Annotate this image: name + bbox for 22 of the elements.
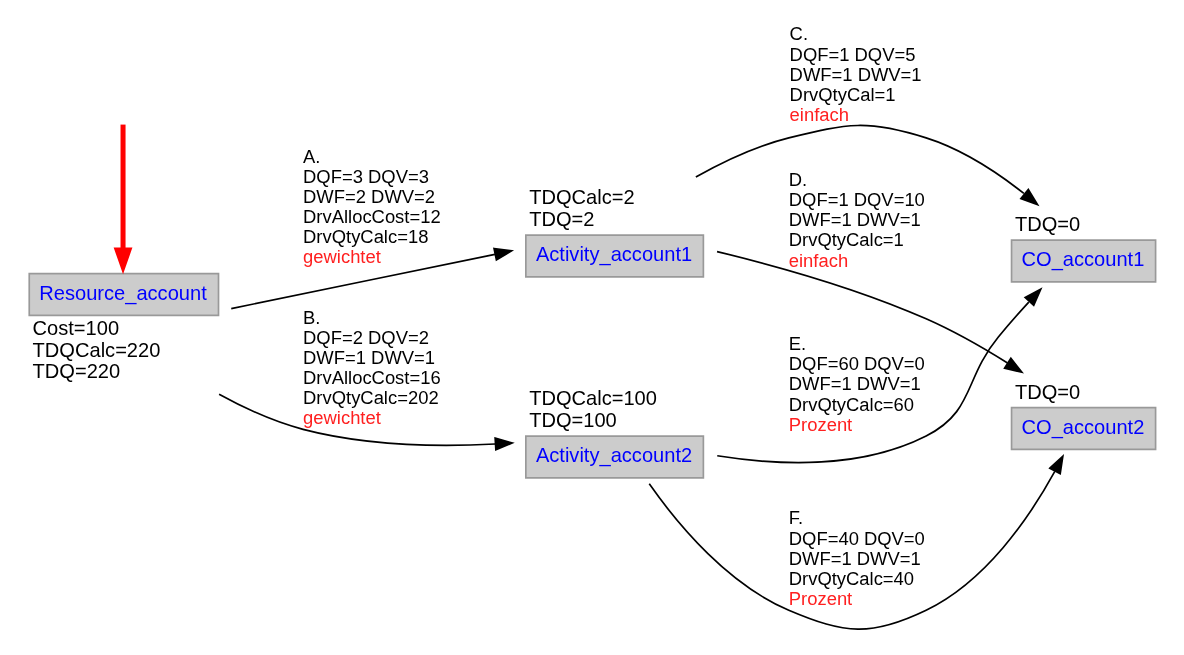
node-label: TDQ=100 bbox=[529, 408, 617, 431]
node-label: Cost=100 bbox=[32, 316, 120, 339]
arrow bbox=[695, 124, 1040, 207]
node-label: TDQ=0 bbox=[1014, 213, 1081, 236]
node-label: TDQCalc=2 bbox=[529, 186, 635, 209]
node-label: TDQCalc=100 bbox=[529, 387, 657, 410]
node-label: TDQ=2 bbox=[529, 208, 595, 231]
edge-label: D. DQF=1 DQV=10 DWF=1 DWV=1 DrvQtyCalc=1 einfach bbox=[788, 169, 925, 271]
node-label: TDQ=220 bbox=[32, 360, 121, 383]
arrow bbox=[230, 247, 515, 310]
edge-label: F. DQF=40 DQV=0 DWF=1 DWV=1 DrvQtyCalc=40 Prozent bbox=[788, 507, 925, 609]
arrow bbox=[716, 287, 1043, 464]
edge-label: E. DQF=60 DQV=0 DWF=1 DWV=1 DrvQtyCalc=60 Prozent bbox=[788, 333, 925, 435]
node-label: TDQCalc=220 bbox=[32, 338, 161, 361]
arrow bbox=[716, 250, 1024, 374]
arrow bbox=[113, 124, 133, 275]
node-label: TDQ=0 bbox=[1014, 380, 1081, 403]
arrow bbox=[218, 393, 515, 452]
edge-label: C. DQF=1 DQV=5 DWF=1 DWV=1 DrvQtyCal=1 einfach bbox=[789, 23, 922, 125]
arrow bbox=[648, 453, 1065, 630]
edge-label: B. DQF=2 DQV=2 DWF=1 DWV=1 DrvAllocCost=16 DrvQtyCalc=202 gewichtet bbox=[303, 306, 441, 428]
edge-label: A. DQF=3 DQV=3 DWF=2 DWV=2 DrvAllocCost=12 DrvQtyCalc=18 gewichtet bbox=[303, 145, 441, 268]
